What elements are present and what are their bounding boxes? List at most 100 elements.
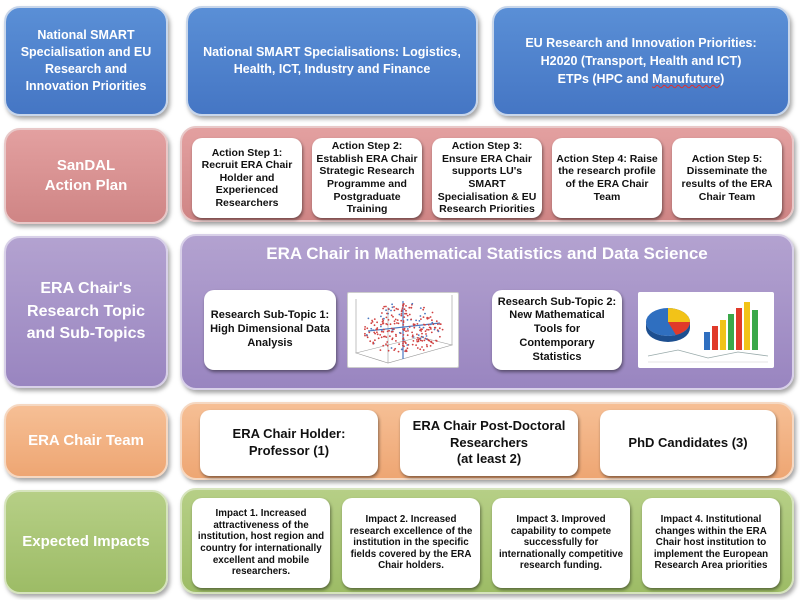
- label-line: ERA Chair's: [40, 280, 132, 298]
- scatter-plot-graphic: [354, 295, 454, 364]
- h2020-line: H2020 (Transport, Health and ICT): [540, 53, 742, 68]
- scatter-point: [405, 309, 407, 312]
- scatter-point: [395, 335, 397, 337]
- scatter-point: [402, 344, 404, 347]
- scatter-point: [371, 319, 373, 322]
- scatter-point: [429, 326, 432, 329]
- scatter-point: [403, 327, 406, 330]
- scatter-point: [403, 329, 405, 332]
- scatter-point: [382, 344, 385, 347]
- charts-graphic: [646, 302, 769, 363]
- scatter-point: [380, 336, 383, 339]
- scatter-point: [370, 322, 373, 325]
- team-member-postdocs: ERA Chair Post-Doctoral Researchers (at …: [400, 410, 578, 476]
- subtopic-line: New Mathematical: [509, 309, 605, 322]
- scatter-point: [387, 308, 390, 310]
- scatter-point: [423, 339, 426, 342]
- scatter-points: [364, 302, 444, 353]
- scatter-point: [415, 344, 417, 346]
- scatter-point: [435, 320, 438, 323]
- label-line: Research Topic: [27, 302, 145, 320]
- scatter-point: [413, 326, 416, 329]
- scatter-point: [398, 331, 401, 334]
- scatter-point: [403, 316, 406, 318]
- scatter-point: [437, 323, 439, 325]
- scatter-point: [420, 318, 422, 320]
- scatter-point: [439, 335, 441, 338]
- scatter-point: [407, 330, 409, 332]
- scatter-point: [418, 320, 421, 322]
- scatter-point: [416, 337, 419, 339]
- scatter-point: [366, 327, 369, 330]
- scatter-point: [394, 347, 397, 350]
- scatter-point: [410, 318, 413, 321]
- label-line: Action Plan: [44, 177, 128, 194]
- scatter-point: [398, 313, 401, 316]
- scatter-point: [426, 328, 428, 331]
- scatter-point: [372, 342, 375, 345]
- scatter-point: [381, 329, 383, 331]
- scatter-point: [402, 303, 405, 306]
- impact-2: Impact 2. Increased research excellence …: [342, 498, 480, 588]
- scatter-point: [421, 346, 423, 348]
- scatter-point: [375, 328, 378, 331]
- scatter-point: [406, 319, 409, 321]
- national-smart-specialisations-box: National SMART Specialisations: Logistic…: [186, 6, 478, 116]
- scatter-point: [434, 326, 437, 329]
- research-subtopic-1: Research Sub-Topic 1: High Dimensional D…: [204, 290, 336, 370]
- scatter-point: [419, 315, 422, 317]
- scatter-point: [410, 306, 412, 309]
- scatter-point: [372, 341, 375, 344]
- scatter-point: [386, 330, 389, 333]
- scatter-point: [383, 335, 385, 338]
- scatter-point: [372, 329, 374, 332]
- scatter-point: [402, 324, 405, 326]
- scatter-point: [415, 319, 417, 322]
- scatter-point: [400, 313, 403, 315]
- team-line: ERA Chair Holder:: [232, 426, 346, 442]
- scatter-point: [418, 326, 421, 329]
- scatter-point: [425, 338, 428, 340]
- scatter-point: [396, 319, 399, 321]
- scatter-point: [404, 340, 406, 343]
- scatter-point: [381, 320, 384, 323]
- scatter-point: [390, 314, 393, 317]
- scatter-point: [427, 328, 430, 331]
- team-panel: ERA Chair Holder: Professor (1) ERA Chai…: [180, 402, 794, 480]
- scatter-point: [394, 318, 397, 321]
- eu-priorities-title: EU Research and Innovation Priorities:: [525, 35, 757, 50]
- action-step-2: Action Step 2: Establish ERA Chair Strat…: [312, 138, 422, 218]
- scatter-point: [382, 307, 384, 310]
- scatter-point: [417, 334, 420, 336]
- scatter-point: [369, 340, 372, 343]
- scatter-point: [391, 337, 394, 340]
- label-line: Innovation Priorities: [25, 78, 147, 93]
- scatter-point: [426, 316, 429, 319]
- scatter-point: [364, 334, 366, 337]
- scatter-point: [411, 334, 414, 337]
- scatter-point: [393, 320, 396, 322]
- scatter-point: [379, 334, 382, 336]
- scatter-point: [374, 339, 376, 342]
- scatter-point: [387, 349, 390, 352]
- scatter-point: [430, 341, 433, 344]
- scatter-point: [429, 323, 432, 326]
- scatter-point: [406, 344, 409, 346]
- scatter-point: [405, 342, 407, 344]
- scatter-point: [411, 343, 414, 346]
- scatter-point: [405, 330, 407, 333]
- scatter-point: [423, 323, 425, 326]
- scatter-point: [428, 339, 431, 342]
- scatter-point: [391, 330, 394, 333]
- scatter-point: [416, 340, 419, 343]
- scatter-point: [428, 317, 430, 319]
- action-step-3: Action Step 3: Ensure ERA Chair supports…: [432, 138, 542, 218]
- scatter-point: [416, 323, 419, 325]
- team-member-chair-holder: ERA Chair Holder: Professor (1): [200, 410, 378, 476]
- scatter-point: [397, 350, 400, 353]
- scatter-point: [431, 319, 433, 322]
- scatter-point: [418, 338, 421, 340]
- scatter-point: [398, 343, 400, 346]
- impacts-row-label: Expected Impacts: [4, 490, 168, 594]
- scatter-point: [422, 308, 425, 311]
